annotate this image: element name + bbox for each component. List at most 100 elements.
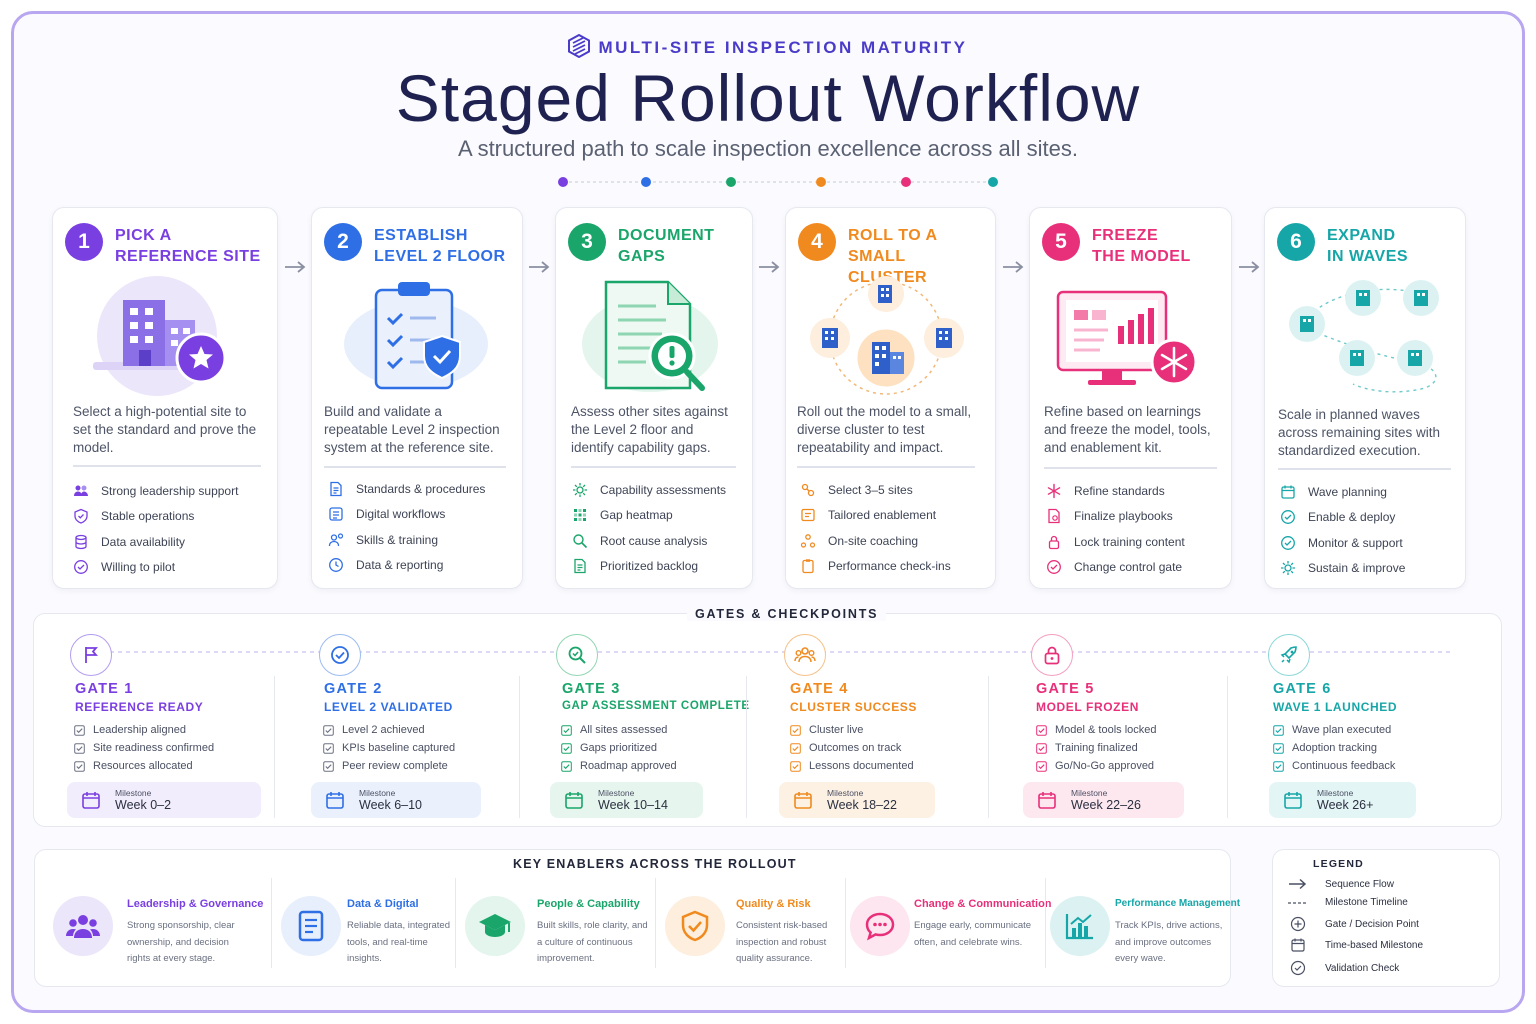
gate-subtitle: MODEL FROZEN bbox=[1036, 700, 1139, 714]
divider bbox=[73, 465, 261, 467]
building-star-icon bbox=[93, 276, 227, 396]
divider bbox=[746, 676, 747, 818]
list-item: Level 2 achieved bbox=[323, 721, 455, 739]
gear-check-icon bbox=[573, 482, 587, 497]
waves-network-icon bbox=[1289, 280, 1439, 393]
enabler-title: Performance Management bbox=[1115, 898, 1241, 909]
calendar-icon bbox=[794, 792, 812, 809]
list-item: Performance check-ins bbox=[800, 554, 987, 580]
calendar-icon bbox=[1038, 792, 1056, 809]
chat-bubble-icon bbox=[850, 896, 910, 956]
enablement-icon bbox=[801, 509, 815, 522]
enablers-title: KEY ENABLERS ACROSS THE ROLLOUT bbox=[513, 857, 797, 871]
enabler-description: Reliable data, integrated tools, and rea… bbox=[347, 920, 450, 964]
list-item: Continuous feedback bbox=[1273, 757, 1395, 775]
page-title: Staged Rollout Workflow bbox=[395, 61, 1141, 135]
checkbox-icon bbox=[561, 724, 572, 736]
divider bbox=[655, 878, 656, 968]
gate-title: GATE 4 bbox=[790, 681, 849, 697]
checkbox-icon bbox=[323, 760, 334, 772]
list-item: Lock training content bbox=[1046, 529, 1223, 555]
list-item: Root cause analysis bbox=[572, 528, 744, 554]
checkbox-icon bbox=[323, 742, 334, 754]
list-item: All sites assessed bbox=[561, 721, 677, 739]
divider bbox=[1227, 676, 1228, 818]
list-item: Enable & deploy bbox=[1280, 505, 1457, 531]
enabler-description: Track KPIs, drive actions, and improve o… bbox=[1115, 920, 1223, 964]
calendar-icon bbox=[1281, 485, 1295, 499]
list-item: Data availability bbox=[73, 529, 269, 555]
legend-item: Time-based Milestone bbox=[1287, 937, 1423, 953]
playbook-icon bbox=[1048, 509, 1060, 524]
stage-description: Select a high-potential site to set the … bbox=[73, 404, 257, 455]
calendar-icon bbox=[1291, 938, 1305, 952]
list-item: Select 3–5 sites bbox=[800, 477, 987, 503]
rocket-icon[interactable] bbox=[1268, 634, 1310, 676]
stage-number: 1 bbox=[65, 223, 103, 261]
divider bbox=[1278, 468, 1451, 470]
list-item: Finalize playbooks bbox=[1046, 504, 1223, 530]
enabler-description: Strong sponsorship, clear ownership, and… bbox=[127, 920, 235, 964]
legend-item: Gate / Decision Point bbox=[1287, 916, 1419, 932]
list-item: Wave plan executed bbox=[1273, 721, 1395, 739]
gate-circle-icon bbox=[1290, 916, 1306, 932]
list-item: Gap heatmap bbox=[572, 503, 744, 529]
document-alert-icon bbox=[582, 280, 718, 392]
monitor-freeze-icon bbox=[1056, 290, 1198, 386]
divider bbox=[324, 466, 506, 468]
checkbox-icon bbox=[1036, 724, 1047, 736]
list-item: Wave planning bbox=[1280, 479, 1457, 505]
stage-number: 3 bbox=[568, 223, 606, 261]
eyebrow: MULTI-SITE INSPECTION MATURITY bbox=[0, 33, 1536, 59]
eyebrow-text: MULTI-SITE INSPECTION MATURITY bbox=[598, 38, 968, 57]
checkbox-icon bbox=[74, 760, 85, 772]
gate-checklist: Wave plan executed Adoption tracking Con… bbox=[1273, 721, 1395, 775]
gate-title: GATE 5 bbox=[1036, 681, 1095, 697]
lock-icon[interactable] bbox=[1031, 634, 1073, 676]
stage-card-4[interactable]: 4 ROLL TO A SMALLCLUSTER Roll out the mo… bbox=[785, 207, 996, 589]
checkbox-icon bbox=[1273, 724, 1284, 736]
stage-description: Assess other sites against the Level 2 f… bbox=[571, 404, 728, 455]
coaching-icon bbox=[800, 533, 816, 548]
gate-checklist: Model & tools locked Training finalized … bbox=[1036, 721, 1157, 775]
enablers-panel: KEY ENABLERS ACROSS THE ROLLOUT Leadersh… bbox=[34, 849, 1240, 987]
divider bbox=[571, 466, 736, 468]
list-item: Roadmap approved bbox=[561, 757, 677, 775]
check-circle-icon[interactable] bbox=[319, 634, 361, 676]
magnifier-icon[interactable] bbox=[556, 634, 598, 676]
cube-logo-icon bbox=[568, 33, 591, 59]
gate-title: GATE 1 bbox=[75, 681, 134, 697]
select-sites-icon bbox=[801, 483, 815, 496]
gate-title: GATE 3 bbox=[562, 681, 621, 697]
divider bbox=[1045, 878, 1046, 968]
stage-checklist: Capability assessments Gap heatmap Root … bbox=[572, 477, 744, 579]
list-item: Gaps prioritized bbox=[561, 739, 677, 757]
people-icon[interactable] bbox=[784, 634, 826, 676]
gate-checklist: Cluster live Outcomes on track Lessons d… bbox=[790, 721, 914, 775]
check-circle-icon bbox=[1281, 535, 1295, 550]
gate-checklist: All sites assessed Gaps prioritized Road… bbox=[561, 721, 677, 775]
stage-number: 2 bbox=[324, 223, 362, 261]
stage-checklist: Wave planning Enable & deploy Monitor & … bbox=[1280, 479, 1457, 581]
workflow-icon bbox=[329, 507, 343, 521]
stage-number: 5 bbox=[1042, 223, 1080, 261]
stage-description: Scale in planned waves across remaining … bbox=[1278, 407, 1441, 458]
calendar-icon bbox=[82, 792, 100, 809]
gates-title: GATES & CHECKPOINTS bbox=[687, 607, 887, 621]
checkbox-icon bbox=[790, 760, 801, 772]
flag-icon[interactable] bbox=[70, 634, 112, 676]
checkbox-icon bbox=[1273, 760, 1284, 772]
list-item: Data & reporting bbox=[328, 553, 514, 579]
graduation-cap-icon bbox=[465, 896, 525, 956]
gate-subtitle: GAP ASSESSMENT COMPLETE bbox=[562, 700, 750, 712]
backlog-icon bbox=[574, 559, 586, 574]
